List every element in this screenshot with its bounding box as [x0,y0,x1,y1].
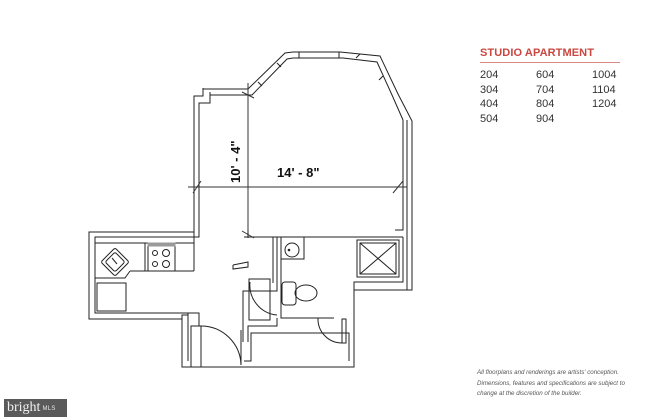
shower-icon [356,239,400,278]
dimension-height-label: 10' - 4" [228,141,243,184]
disclaimer: All floorplans and renderings are artist… [477,368,647,400]
logo-suffix: MLS [42,406,56,412]
lavatory-icon [280,236,305,260]
unit-list: 204 604 1004 304 704 1104 404 804 1204 5… [480,69,620,126]
unit-number: 804 [536,98,555,110]
dimension-width-label: 14' - 8" [277,165,320,180]
unit-number: 1204 [592,98,617,110]
unit-number: 904 [536,112,555,125]
disclaimer-line: Dimensions, features and specifications … [477,379,625,387]
unit-number: 704 [536,83,555,96]
dimension-lines [188,83,407,239]
windows [257,52,384,87]
unit-number: 304 [480,83,499,96]
unit-number: 204 [480,69,499,81]
sink-icon [101,248,129,276]
toilet-icon [294,284,318,302]
unit-number: 604 [536,69,555,81]
disclaimer-line: change at the discretion of the builder. [477,390,582,397]
bright-mls-logo: bright MLS [4,399,67,417]
unit-number: 404 [480,98,499,110]
disclaimer-line: All floorplans and renderings are artist… [477,369,619,376]
toilet-tank [281,281,297,306]
unit-number [592,113,632,127]
entry-door [181,312,242,368]
interior-walls [232,230,403,362]
logo-brand: bright [7,400,41,415]
unit-number: 504 [480,112,499,125]
bathroom [280,236,404,306]
cooktop-icon [147,244,176,272]
unit-number: 1104 [592,83,616,96]
unit-panel: STUDIO APARTMENT 204 604 1004 304 704 11… [480,47,620,126]
kitchen [95,232,195,312]
refrigerator [96,282,127,312]
unit-panel-title: STUDIO APARTMENT [480,47,620,63]
unit-number: 1004 [592,69,617,81]
